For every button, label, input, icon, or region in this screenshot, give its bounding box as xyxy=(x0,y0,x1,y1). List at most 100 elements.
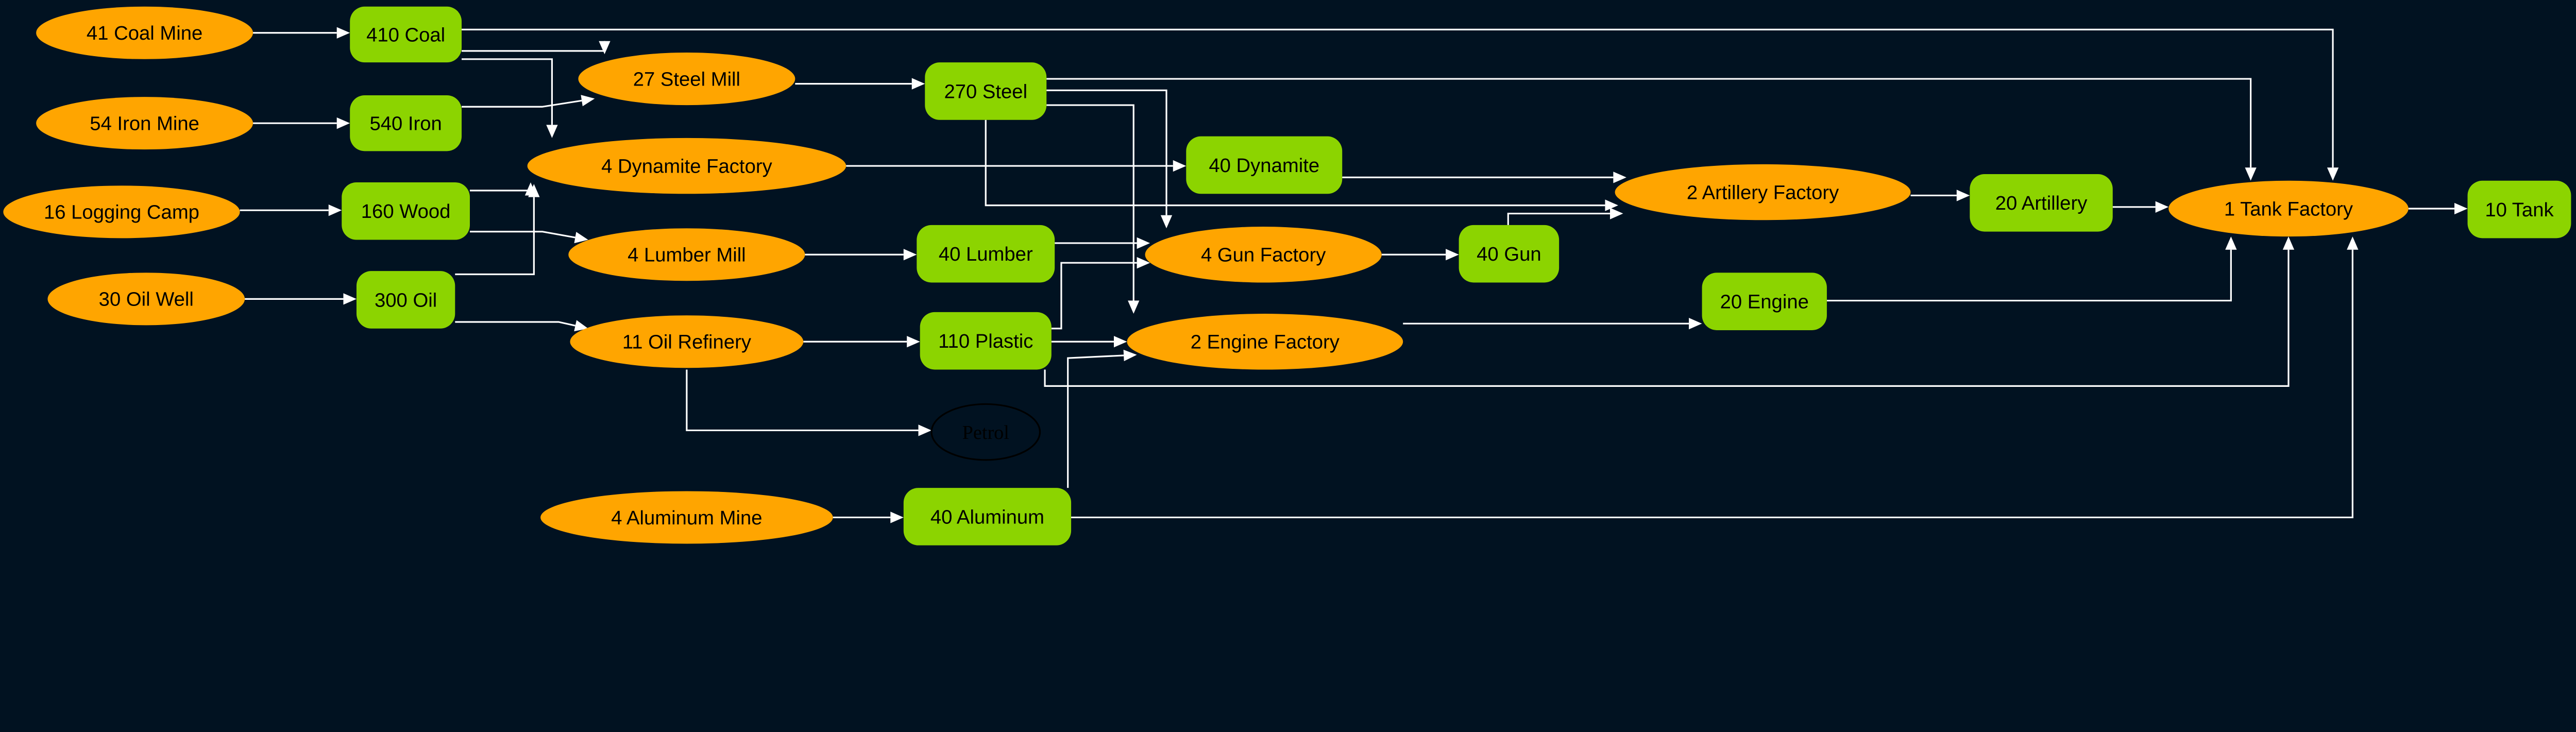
node-shape xyxy=(3,185,240,239)
node-shape xyxy=(350,6,462,63)
edge-iron-to-steel-mill xyxy=(462,95,595,108)
node-artillery[interactable]: 20 Artillery xyxy=(1970,174,2113,232)
node-label: 4 Gun Factory xyxy=(1201,244,1326,266)
node-dynamite-factory[interactable]: 4 Dynamite Factory xyxy=(527,138,846,194)
arrowhead-icon xyxy=(574,232,588,244)
node-dynamite[interactable]: 40 Dynamite xyxy=(1186,136,1343,194)
node-shape xyxy=(917,225,1055,283)
node-label: Petrol xyxy=(962,422,1009,444)
edge-coal-to-tank-factory xyxy=(462,28,2339,181)
edge-artillery-factory-to-artillery xyxy=(1910,190,1970,201)
edge-steel-to-artillery-factory xyxy=(985,120,1618,211)
node-iron-mine[interactable]: 54 Iron Mine xyxy=(36,97,253,150)
arrowhead-icon xyxy=(2454,202,2468,215)
node-shape xyxy=(2467,180,2571,239)
node-oil-well[interactable]: 30 Oil Well xyxy=(47,273,245,326)
node-label: 410 Coal xyxy=(366,24,445,46)
node-wood[interactable]: 160 Wood xyxy=(342,182,470,240)
arrowhead-icon xyxy=(574,320,588,332)
node-shape xyxy=(356,271,455,329)
edge-line xyxy=(1046,78,2252,168)
node-shape xyxy=(920,312,1052,370)
arrowhead-icon xyxy=(343,293,357,305)
node-petrol[interactable]: Petrol xyxy=(930,403,1041,461)
edge-tank-factory-to-tank xyxy=(2408,202,2468,215)
arrowhead-icon xyxy=(1113,336,1127,348)
node-steel-mill[interactable]: 27 Steel Mill xyxy=(578,53,795,106)
node-lumber-mill[interactable]: 4 Lumber Mill xyxy=(568,228,805,281)
node-coal[interactable]: 410 Coal xyxy=(350,6,462,63)
arrowhead-icon xyxy=(581,95,595,107)
arrowhead-icon xyxy=(1689,318,1702,330)
edge-steel-to-tank-factory xyxy=(1046,78,2257,181)
node-shape xyxy=(527,138,846,194)
arrowhead-icon xyxy=(1137,237,1150,249)
node-tank[interactable]: 10 Tank xyxy=(2467,180,2571,239)
node-shape xyxy=(578,53,795,106)
node-oil[interactable]: 300 Oil xyxy=(356,271,455,329)
node-oil-refinery[interactable]: 11 Oil Refinery xyxy=(570,315,804,368)
edge-aluminum-mine-to-aluminum xyxy=(833,512,904,523)
arrowhead-icon xyxy=(2245,167,2257,181)
node-shape xyxy=(1145,227,1382,283)
node-label: 300 Oil xyxy=(375,289,437,311)
node-label: 4 Dynamite Factory xyxy=(601,155,772,177)
arrowhead-icon xyxy=(1956,190,1970,201)
node-label: 11 Oil Refinery xyxy=(622,331,752,353)
edge-oil-to-dynamite-factory xyxy=(455,184,540,276)
arrowhead-icon xyxy=(1137,257,1150,269)
arrowhead-icon xyxy=(528,184,540,197)
edge-coal-to-dynamite-factory xyxy=(462,58,558,138)
node-aluminum[interactable]: 40 Aluminum xyxy=(903,488,1072,546)
node-label: 10 Tank xyxy=(2485,199,2554,221)
node-label: 40 Lumber xyxy=(939,243,1033,265)
node-label: 2 Artillery Factory xyxy=(1687,181,1839,203)
node-label: 30 Oil Well xyxy=(99,288,194,311)
edge-oil-to-oil-refinery xyxy=(455,320,588,332)
arrowhead-icon xyxy=(546,125,558,138)
node-engine[interactable]: 20 Engine xyxy=(1702,273,1827,330)
node-shape xyxy=(2168,180,2409,237)
edge-aluminum-to-engine-factory xyxy=(1067,349,1137,488)
node-gun[interactable]: 40 Gun xyxy=(1459,225,1560,283)
node-tank-factory[interactable]: 1 Tank Factory xyxy=(2168,180,2409,237)
edge-line xyxy=(1046,89,1167,215)
edges-layer xyxy=(240,27,2468,523)
arrowhead-icon xyxy=(911,78,925,90)
arrowhead-icon xyxy=(1173,160,1187,172)
arrowhead-icon xyxy=(2347,236,2359,250)
edge-line xyxy=(1067,354,1124,488)
node-engine-factory[interactable]: 2 Engine Factory xyxy=(1127,314,1403,370)
arrowhead-icon xyxy=(2282,236,2295,250)
edge-oil-refinery-to-plastic xyxy=(803,336,920,348)
node-label: 40 Gun xyxy=(1477,243,1541,265)
node-logging-camp[interactable]: 16 Logging Camp xyxy=(3,185,240,239)
node-steel[interactable]: 270 Steel xyxy=(925,62,1047,120)
edge-iron-mine-to-iron xyxy=(253,117,350,129)
node-shape xyxy=(903,488,1072,546)
edge-plastic-to-tank-factory xyxy=(1044,236,2295,387)
node-shape xyxy=(36,6,253,59)
node-label: 20 Engine xyxy=(1720,291,1809,313)
edge-line xyxy=(469,231,575,239)
edge-plastic-to-engine-factory xyxy=(1051,336,1127,348)
node-artillery-factory[interactable]: 2 Artillery Factory xyxy=(1615,164,1911,220)
node-aluminum-mine[interactable]: 4 Aluminum Mine xyxy=(540,491,833,544)
edge-engine-to-tank-factory xyxy=(1826,236,2237,302)
arrowhead-icon xyxy=(336,27,350,39)
node-label: 2 Engine Factory xyxy=(1191,331,1340,353)
node-label: 1 Tank Factory xyxy=(2224,198,2353,220)
edge-line xyxy=(1051,262,1137,330)
edge-coal-to-steel-mill xyxy=(462,41,611,55)
arrowhead-icon xyxy=(903,249,917,261)
arrowhead-icon xyxy=(2225,236,2237,250)
production-graph: 41 Coal Mine 54 Iron Mine 16 Logging Camp 3… xyxy=(3,6,2571,546)
arrowhead-icon xyxy=(336,117,350,129)
node-label: 160 Wood xyxy=(361,200,451,223)
node-coal-mine[interactable]: 41 Coal Mine xyxy=(36,6,253,59)
node-lumber[interactable]: 40 Lumber xyxy=(917,225,1055,283)
node-iron[interactable]: 540 Iron xyxy=(350,95,462,151)
node-plastic[interactable]: 110 Plastic xyxy=(920,312,1052,370)
arrowhead-icon xyxy=(1128,300,1140,314)
node-gun-factory[interactable]: 4 Gun Factory xyxy=(1145,227,1382,283)
